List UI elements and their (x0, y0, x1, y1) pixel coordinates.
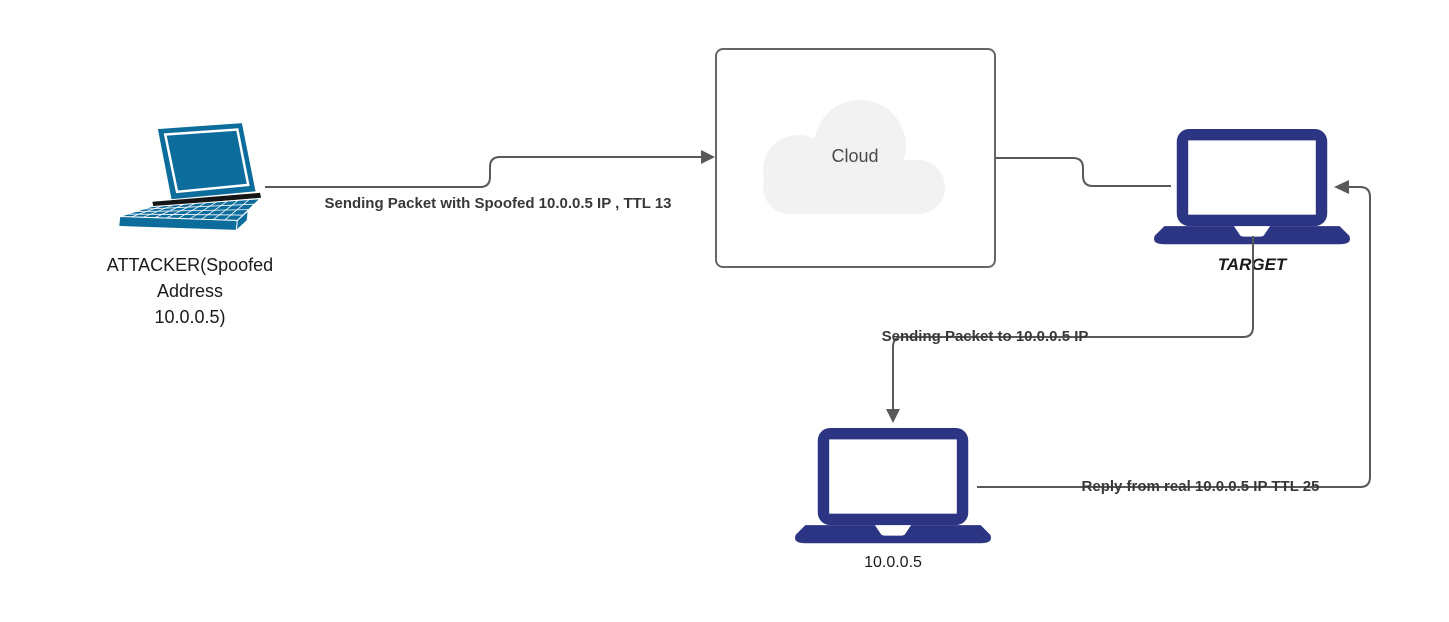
edge-label-sending-packet: Sending Packet to 10.0.0.5 IP (881, 328, 1089, 345)
attacker-label: ATTACKER(Spoofed Address 10.0.0.5) (106, 255, 274, 327)
real-host-label: 10.0.0.5 (864, 554, 922, 571)
cloud-label: Cloud (831, 146, 879, 166)
target-laptop-icon (1154, 128, 1350, 245)
arrowhead-into-cloud (701, 150, 715, 164)
attacker-laptop-icon (118, 122, 262, 232)
edge-label-reply: Reply from real 10.0.0.5 IP TTL 25 (1081, 478, 1320, 495)
arrowhead-into-real-host (886, 409, 900, 423)
edge-attacker-to-cloud (265, 156, 701, 188)
cloud-icon (763, 100, 945, 214)
target-label: TARGET (1217, 255, 1287, 274)
edge-cloud-to-target (995, 157, 1171, 187)
edge-label-spoofed-packet: Sending Packet with Spoofed 10.0.0.5 IP … (324, 195, 672, 212)
real-host-laptop-icon (795, 427, 991, 544)
